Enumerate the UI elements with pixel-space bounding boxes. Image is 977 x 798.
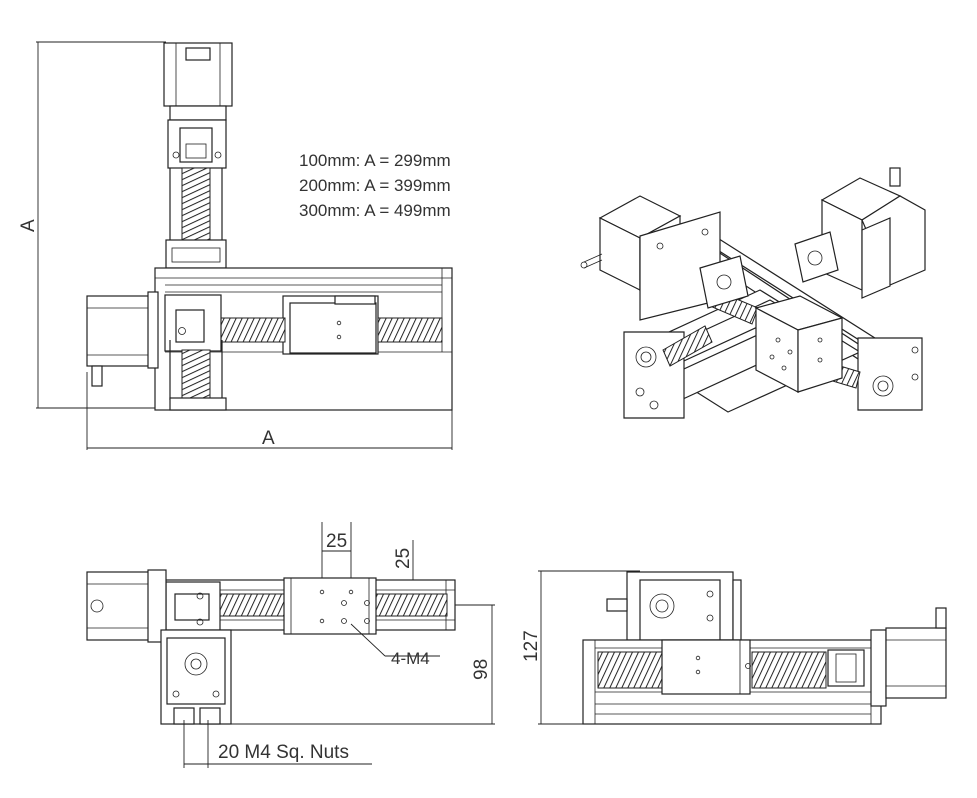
- dim-25-horizontal: 25: [326, 531, 347, 552]
- nuts-callout: 20 M4 Sq. Nuts: [218, 742, 349, 763]
- size-table: 100mm: A = 299mm 200mm: A = 399mm 300mm:…: [299, 151, 451, 220]
- front-carriage: [283, 577, 377, 635]
- dim-25-vertical: 25: [393, 548, 414, 569]
- isometric-view: [580, 167, 926, 419]
- size-row-100: 100mm: A = 299mm: [299, 151, 451, 170]
- left-motor: [86, 295, 150, 367]
- side-view: 127: [521, 570, 947, 725]
- side-motor: [885, 627, 947, 699]
- side-carriage: [661, 639, 751, 695]
- dim-127: 127: [521, 630, 542, 662]
- dim-label-a-horizontal: A: [262, 428, 275, 449]
- hole-callout: 4-M4: [391, 649, 430, 668]
- dim-98: 98: [471, 659, 492, 680]
- front-view: 25 25 98 4-M4: [86, 522, 495, 768]
- front-motor: [86, 571, 150, 641]
- top-view: A A: [18, 41, 453, 450]
- size-row-300: 300mm: A = 499mm: [299, 201, 451, 220]
- size-row-200: 200mm: A = 399mm: [299, 176, 451, 195]
- iso-right-endplate: [857, 337, 923, 411]
- dim-label-a-vertical: A: [18, 219, 39, 232]
